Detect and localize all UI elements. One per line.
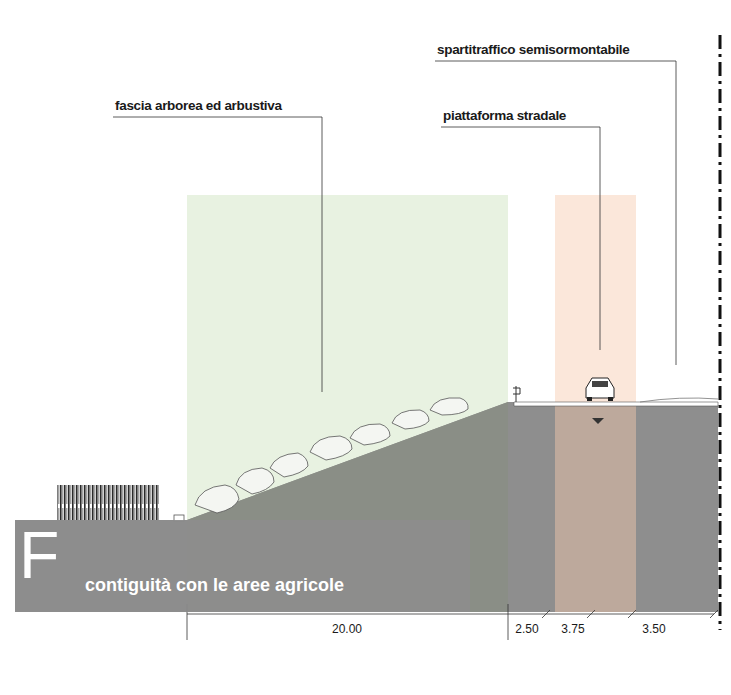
callout-label: piattaforma stradale <box>443 108 566 123</box>
axis-line <box>719 35 722 630</box>
shrubs <box>195 398 468 513</box>
dimension-value: 3.75 <box>561 622 584 636</box>
hedge <box>57 485 159 520</box>
callout-label: fascia arborea ed arbustiva <box>115 98 282 113</box>
dimension-value: 2.50 <box>515 622 538 636</box>
median <box>640 398 718 402</box>
car <box>586 378 614 401</box>
drain <box>592 418 604 424</box>
leader-lines <box>113 61 676 392</box>
guard-rail <box>513 386 520 402</box>
dimension-value: 20.00 <box>332 622 362 636</box>
section-letter: F <box>19 522 59 588</box>
road-surface <box>514 402 718 406</box>
section-title: contiguità con le aree agricole <box>85 575 344 597</box>
dimension-value: 3.50 <box>642 622 665 636</box>
title-box: Fcontiguità con le aree agricole <box>15 520 470 612</box>
callout-label: spartitraffico semisormontabile <box>437 42 630 57</box>
